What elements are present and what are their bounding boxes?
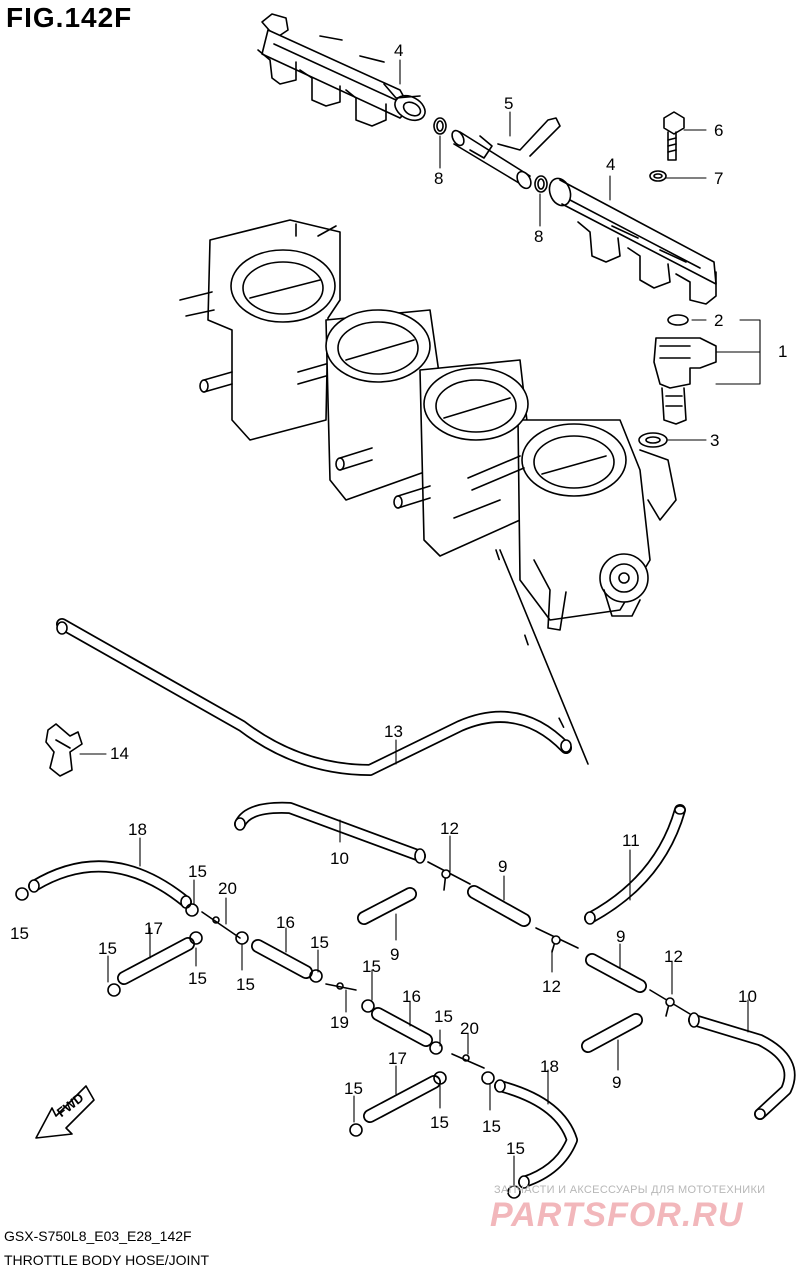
- watermark-tagline: ЗАПЧАСТИ И АКСЕССУАРЫ ДЛЯ МОТОТЕХНИКИ: [494, 1184, 766, 1196]
- tee-joints: [427, 861, 691, 1017]
- injector-seal: [667, 314, 689, 326]
- callout-4b: 4: [606, 155, 616, 174]
- callout-9a: 9: [498, 857, 508, 876]
- fuel-rail-upper: [257, 13, 426, 127]
- callout-15g: 15: [362, 957, 381, 976]
- callout-8a: 8: [434, 169, 444, 188]
- hose-clamp: [45, 723, 83, 777]
- callout-13: 13: [384, 722, 403, 741]
- throttle-body-assembly: [179, 219, 677, 631]
- callout-10a: 10: [330, 849, 349, 868]
- figure-caption: THROTTLE BODY HOSE/JOINT: [4, 1252, 210, 1268]
- callout-8b: 8: [534, 227, 544, 246]
- callout-14: 14: [110, 744, 129, 763]
- bolt: [663, 111, 685, 161]
- callout-10b: 10: [738, 987, 757, 1006]
- hose-10-upper: [234, 801, 426, 864]
- hose-clips: [15, 887, 521, 1199]
- hose-long: [56, 618, 572, 776]
- callout-12a: 12: [440, 819, 459, 838]
- figure-title: FIG.142F: [6, 2, 133, 33]
- fwd-arrow-icon: [35, 1085, 95, 1139]
- callout-9d: 9: [612, 1073, 622, 1092]
- o-ring-upper: [433, 117, 447, 135]
- callout-12b: 12: [542, 977, 561, 996]
- callout-15a: 15: [188, 862, 207, 881]
- injector-cushion: [638, 432, 668, 448]
- callout-15l: 15: [506, 1139, 525, 1158]
- callout-15i: 15: [344, 1079, 363, 1098]
- callout-5: 5: [504, 94, 514, 113]
- callout-17b: 17: [388, 1049, 407, 1068]
- o-ring-lower: [534, 175, 548, 193]
- callout-11: 11: [622, 831, 640, 850]
- watermark-logo: PARTSFOR.RU: [490, 1196, 744, 1234]
- callout-1: 1: [778, 342, 788, 361]
- hose-short-segments: [117, 885, 647, 1123]
- hose-11: [584, 804, 686, 925]
- callout-20a: 20: [218, 879, 237, 898]
- callout-15e: 15: [188, 969, 207, 988]
- callout-15d: 15: [98, 939, 117, 958]
- washer: [649, 170, 667, 182]
- hose-18-left: [28, 860, 192, 909]
- callout-6: 6: [714, 121, 724, 140]
- callout-16b: 16: [402, 987, 421, 1006]
- hose-10-lower: [688, 1012, 796, 1120]
- callout-15k: 15: [482, 1117, 501, 1136]
- callout-12c: 12: [664, 947, 683, 966]
- straight-joints: [201, 911, 485, 1069]
- callout-7: 7: [714, 169, 724, 188]
- callout-18b: 18: [540, 1057, 559, 1076]
- callout-9c: 9: [616, 927, 626, 946]
- callout-19: 19: [330, 1013, 349, 1032]
- callout-16a: 16: [276, 913, 295, 932]
- callout-20b: 20: [460, 1019, 479, 1038]
- figure-code: GSX-S750L8_E03_E28_142F: [4, 1228, 192, 1244]
- callout-18a: 18: [128, 820, 147, 839]
- joint-pipe: [451, 117, 561, 190]
- callout-15b: 15: [10, 924, 29, 943]
- callout-4a: 4: [394, 41, 404, 60]
- callout-15j: 15: [430, 1113, 449, 1132]
- callout-9b: 9: [390, 945, 400, 964]
- callout-2: 2: [714, 311, 724, 330]
- fuel-rail-lower: [548, 177, 717, 305]
- callout-15f: 15: [236, 975, 255, 994]
- hose-18-lower: [494, 1079, 578, 1189]
- injector: [653, 337, 717, 425]
- callout-15c: 15: [310, 933, 329, 952]
- callout-17a: 17: [144, 919, 163, 938]
- callout-15h: 15: [434, 1007, 453, 1026]
- callout-3: 3: [710, 431, 720, 450]
- leader-lines: [79, 59, 761, 1187]
